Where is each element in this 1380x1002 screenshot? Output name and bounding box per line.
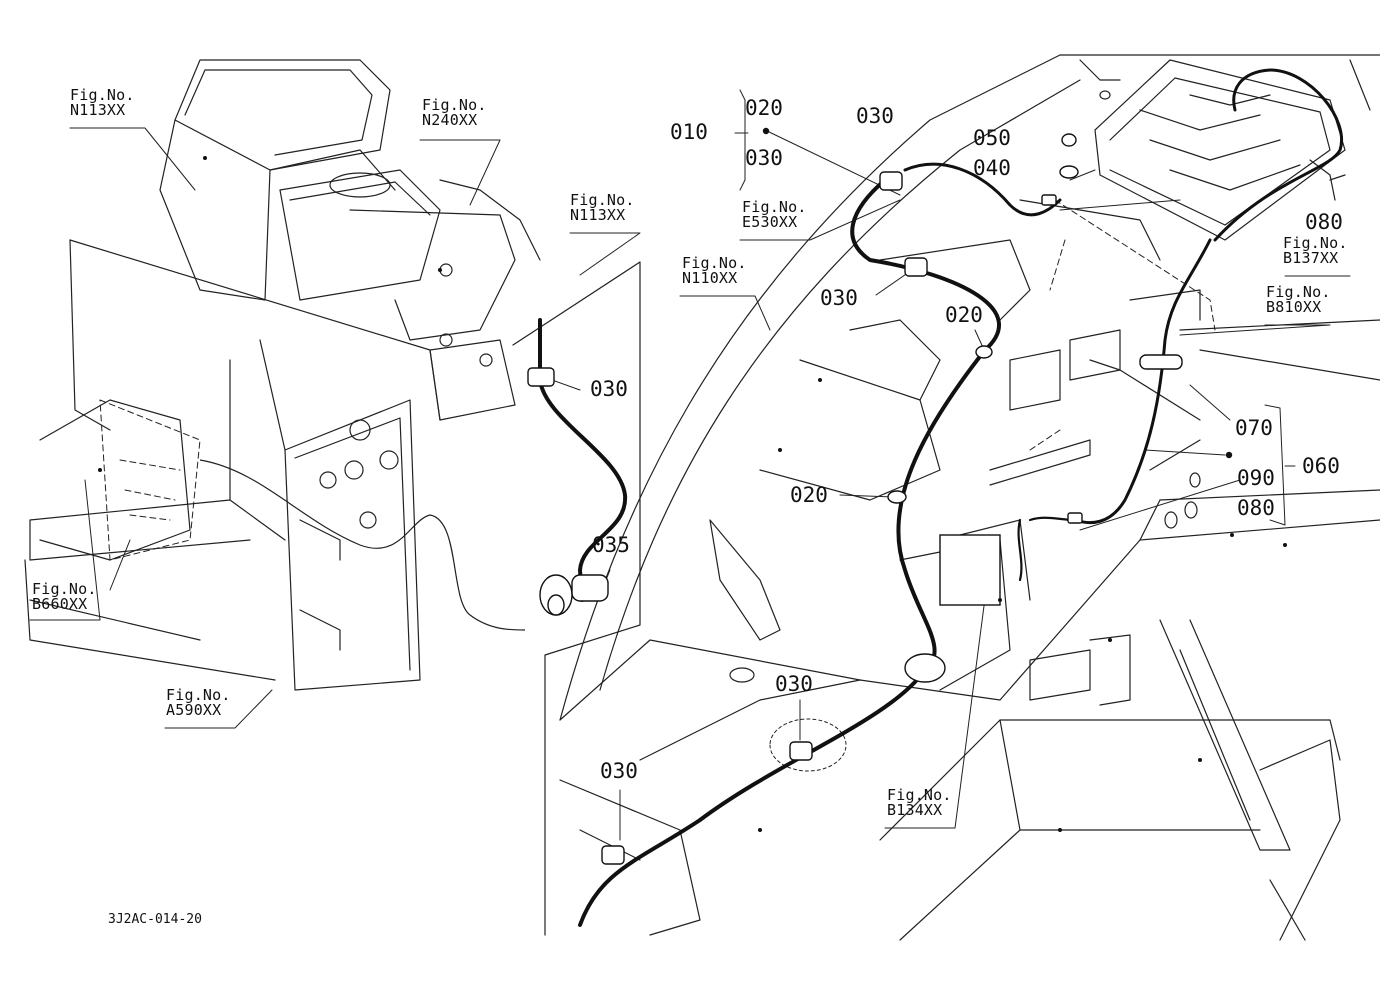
figure-ref-number: N240XX bbox=[422, 111, 478, 129]
figure-caption: Fig.No. bbox=[1283, 234, 1348, 252]
drawing-code: 3J2AC-014-20 bbox=[108, 912, 202, 927]
figure-ref-n113-top: Fig.No. N113XX bbox=[70, 88, 135, 118]
part-080-low: 080 bbox=[1237, 496, 1275, 520]
part-090: 090 bbox=[1237, 466, 1275, 490]
part-020-low: 020 bbox=[790, 483, 828, 507]
figure-ref-e530: Fig.No. E530XX bbox=[742, 200, 807, 230]
part-010: 010 bbox=[670, 120, 708, 144]
figure-ref-b810: Fig.No. B810XX bbox=[1266, 285, 1331, 315]
part-070: 070 bbox=[1235, 416, 1273, 440]
figure-caption: Fig.No. bbox=[32, 580, 97, 598]
figure-ref-number: E530XX bbox=[742, 213, 798, 231]
figure-ref-n110: Fig.No. N110XX bbox=[682, 256, 747, 286]
harness-cable-inset bbox=[538, 318, 628, 602]
figure-ref-number: A590XX bbox=[166, 701, 222, 719]
harness-cable-upper bbox=[903, 162, 1062, 217]
part-035: 035 bbox=[592, 533, 630, 557]
figure-ref-number: N113XX bbox=[570, 206, 626, 224]
figure-ref-number: B137XX bbox=[1283, 249, 1339, 267]
clamp-right bbox=[1139, 354, 1183, 370]
clamp-inset bbox=[527, 367, 555, 387]
part-040: 040 bbox=[973, 156, 1011, 180]
harness-cable-ground bbox=[1073, 238, 1212, 525]
part-050: 050 bbox=[973, 126, 1011, 150]
figure-ref-a590: Fig.No. A590XX bbox=[166, 688, 231, 718]
figure-ref-b660: Fig.No. B660XX bbox=[32, 582, 97, 612]
grommet-floor bbox=[904, 653, 946, 683]
figure-caption: Fig.No. bbox=[422, 96, 487, 114]
control-unit bbox=[1094, 59, 1346, 241]
leader-dot-060 bbox=[1225, 451, 1233, 459]
terminal-ground bbox=[1067, 512, 1083, 524]
washer-040 bbox=[1059, 165, 1079, 179]
right-frame-assembly bbox=[559, 54, 1380, 941]
figure-ref-number: N113XX bbox=[70, 101, 126, 119]
figure-ref-b134: Fig.No. B134XX bbox=[887, 788, 952, 818]
left-frame-assembly bbox=[24, 59, 541, 691]
figure-ref-number: B660XX bbox=[32, 595, 88, 613]
figure-ref-n240: Fig.No. N240XX bbox=[422, 98, 487, 128]
figure-ref-number: B810XX bbox=[1266, 298, 1322, 316]
leader-dot-010 bbox=[762, 127, 770, 135]
part-030-clamp-left: 030 bbox=[590, 377, 628, 401]
figure-ref-b137: Fig.No. B137XX bbox=[1283, 236, 1348, 266]
clamp-top bbox=[879, 171, 903, 191]
figure-caption: Fig.No. bbox=[70, 86, 135, 104]
inset-panel bbox=[512, 261, 641, 936]
figure-ref-n113-mid: Fig.No. N113XX bbox=[570, 193, 635, 223]
harness-cable-drop bbox=[1017, 516, 1077, 582]
figure-caption: Fig.No. bbox=[570, 191, 635, 209]
harness-cable-top-right bbox=[1213, 68, 1343, 242]
figure-ref-number: B134XX bbox=[887, 801, 943, 819]
hidden-lines bbox=[99, 199, 1216, 561]
part-030-floor: 030 bbox=[775, 672, 813, 696]
figure-caption: Fig.No. bbox=[887, 786, 952, 804]
clamp-floor bbox=[789, 741, 813, 761]
figure-ref-number: N110XX bbox=[682, 269, 738, 287]
part-030-clamp-top: 030 bbox=[856, 104, 894, 128]
nut-050 bbox=[1061, 133, 1077, 147]
figure-caption: Fig.No. bbox=[1266, 283, 1331, 301]
clamp-frame bbox=[904, 257, 928, 277]
figure-caption: Fig.No. bbox=[682, 254, 747, 272]
part-030-group: 030 bbox=[745, 146, 783, 170]
part-030-clamp-frame: 030 bbox=[820, 286, 858, 310]
terminal-top bbox=[1041, 194, 1057, 206]
part-030-corner: 030 bbox=[600, 759, 638, 783]
clip-020-mid bbox=[975, 345, 993, 359]
clamp-corner bbox=[601, 845, 625, 865]
part-020-mid: 020 bbox=[945, 303, 983, 327]
part-060: 060 bbox=[1302, 454, 1340, 478]
part-020-group: 020 bbox=[745, 96, 783, 120]
sensor-wire bbox=[199, 459, 526, 631]
figure-caption: Fig.No. bbox=[166, 686, 231, 704]
clip-020-low bbox=[887, 490, 907, 504]
relay-box bbox=[939, 534, 1001, 606]
part-080-top: 080 bbox=[1305, 210, 1343, 234]
band-clamp bbox=[571, 574, 609, 602]
grommet-inner bbox=[547, 594, 565, 616]
figure-caption: Fig.No. bbox=[742, 198, 807, 216]
